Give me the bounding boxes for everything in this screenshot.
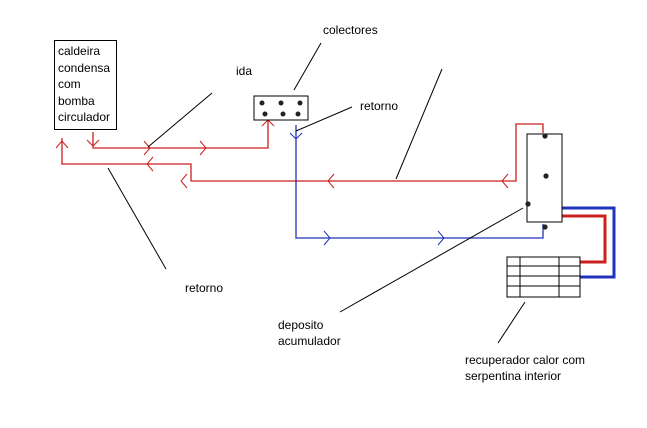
- port-icon: [543, 173, 549, 179]
- flow-arrows: [55, 119, 509, 246]
- recuperador-unit: [506, 256, 581, 298]
- valve-icon: [280, 111, 286, 117]
- deposito-tank: [525, 133, 563, 230]
- valve-icon: [262, 111, 268, 117]
- arrow-icon: [323, 230, 331, 246]
- valve-icon: [278, 100, 284, 106]
- leader-ida: [147, 92, 213, 148]
- label-colectores: colectores: [323, 23, 378, 37]
- port-icon: [542, 224, 548, 230]
- retorno-blue-pipe: [295, 125, 544, 239]
- port-icon: [542, 133, 548, 139]
- leader-red-return: [395, 68, 443, 180]
- valve-icon: [295, 111, 301, 117]
- red-pipe-network: [61, 118, 544, 182]
- label-retorno-top: retorno: [360, 99, 399, 113]
- valve-icon: [297, 100, 303, 106]
- arrow-icon: [327, 173, 335, 189]
- arrow-icon: [55, 140, 69, 149]
- arrow-icon: [501, 173, 509, 189]
- boiler-label-line: bomba: [58, 93, 95, 108]
- arrow-icon: [86, 139, 100, 147]
- arrow-icon: [437, 230, 445, 246]
- leader-retorno-bottom: [107, 167, 167, 270]
- label-ida: ida: [236, 64, 253, 78]
- retorno-red-pipe: [61, 123, 544, 182]
- arrow-icon: [289, 132, 303, 140]
- label-deposito: deposito: [278, 318, 324, 332]
- boiler-label-line: condensa: [58, 60, 111, 75]
- leader-retorno-top: [295, 106, 353, 132]
- label-serpentina: serpentina interior: [465, 369, 562, 383]
- colectores-box: [253, 95, 309, 121]
- coil-red-pipe: [562, 214, 607, 264]
- valve-icon: [259, 100, 265, 106]
- caldeira-box: caldeira condensa com bomba circulador: [54, 40, 117, 130]
- label-retorno-bottom: retorno: [185, 281, 224, 295]
- leader-deposito: [339, 207, 524, 313]
- label-recuperador: recuperador calor com: [465, 353, 586, 367]
- boiler-label-line: circulador: [58, 110, 111, 124]
- arrow-icon: [146, 156, 154, 172]
- arrow-icon: [180, 173, 188, 189]
- port-icon: [525, 201, 531, 207]
- blue-pipe-network: [295, 125, 616, 279]
- arrow-icon: [143, 140, 151, 156]
- leader-colectores: [293, 42, 322, 91]
- boiler-label-line: com: [58, 77, 81, 91]
- ida-pipe: [92, 118, 269, 149]
- arrow-icon: [199, 140, 207, 156]
- leader-recuperador: [497, 301, 526, 344]
- leader-lines: [107, 42, 526, 344]
- label-acumulador: acumulador: [278, 334, 341, 348]
- coil-blue-pipe: [562, 206, 616, 279]
- boiler-label-line: caldeira: [58, 44, 101, 58]
